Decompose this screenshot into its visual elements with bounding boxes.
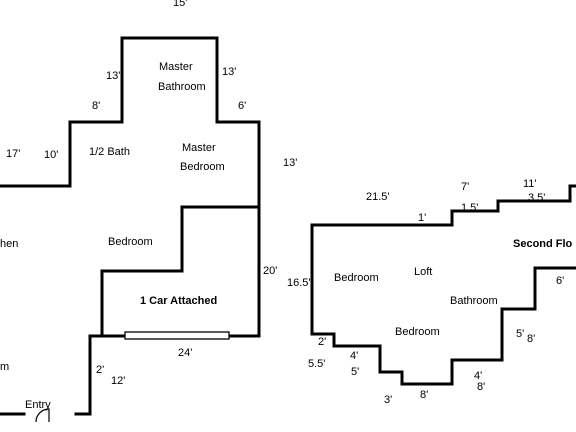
room-garage: 1 Car Attached	[140, 295, 217, 307]
dim-11: 11'	[523, 178, 537, 190]
dim-3: 3'	[384, 394, 392, 406]
room-loft: Loft	[414, 266, 432, 278]
dim-21-5: 21.5'	[366, 191, 390, 203]
dim-12: 12'	[111, 375, 125, 387]
dim-2-right: 2'	[318, 336, 326, 348]
dim-8-c: 8'	[477, 381, 485, 393]
label-second-floor: Second Flo	[513, 238, 573, 250]
room-bathroom-right: Bathroom	[450, 295, 498, 307]
first-floor-outline	[0, 36, 261, 416]
room-bedroom-right: Bedroom	[334, 272, 379, 284]
room-bedroom-left: Bedroom	[108, 236, 153, 248]
dim-4-a: 4'	[350, 350, 358, 362]
dim-5: 5'	[351, 366, 359, 378]
dim-24: 24'	[178, 347, 192, 359]
dim-3-5: 3.5'	[528, 192, 545, 204]
dim-20: 20'	[263, 265, 277, 277]
room-master-bedroom-line2: Bedroom	[180, 161, 225, 173]
dim-13-mid: 13'	[283, 157, 297, 169]
dim-1: 1'	[418, 212, 426, 224]
dim-13-left: 13'	[106, 70, 120, 82]
dim-8-top: 8'	[92, 100, 100, 112]
dim-10: 10'	[44, 149, 58, 161]
dim-8-bottom: 8'	[420, 389, 428, 401]
dim-6-top: 6'	[238, 100, 246, 112]
dim-13-right: 13'	[222, 66, 236, 78]
room-partial-m: m	[0, 361, 9, 373]
dim-top-15: 15'	[173, 0, 187, 9]
garage-door	[124, 331, 230, 340]
dim-16-5: 16.5'	[287, 277, 311, 289]
room-half-bath: 1/2 Bath	[89, 146, 130, 158]
room-entry: Entry	[25, 399, 51, 411]
dim-5-b: 5'	[516, 328, 524, 340]
bedroom-garage-wall	[100, 205, 261, 338]
dim-2-left: 2'	[96, 364, 104, 376]
room-master-bathroom-line2: Bathroom	[158, 81, 206, 93]
room-bedroom-lower: Bedroom	[395, 326, 440, 338]
room-kitchen-partial: hen	[0, 238, 18, 250]
room-master-bedroom-line1: Master	[182, 142, 216, 154]
entry-door-swing	[35, 408, 50, 423]
dim-1-5: 1.5'	[461, 202, 478, 214]
second-floor-outline	[310, 184, 576, 386]
dim-5-5: 5.5'	[308, 358, 325, 370]
dim-8-b: 8'	[527, 333, 535, 345]
room-master-bathroom-line1: Master	[159, 61, 193, 73]
dim-7: 7'	[461, 181, 469, 193]
dim-4-b: 4'	[474, 370, 482, 382]
dim-17: 17'	[6, 148, 20, 160]
dim-6-right: 6'	[556, 275, 564, 287]
